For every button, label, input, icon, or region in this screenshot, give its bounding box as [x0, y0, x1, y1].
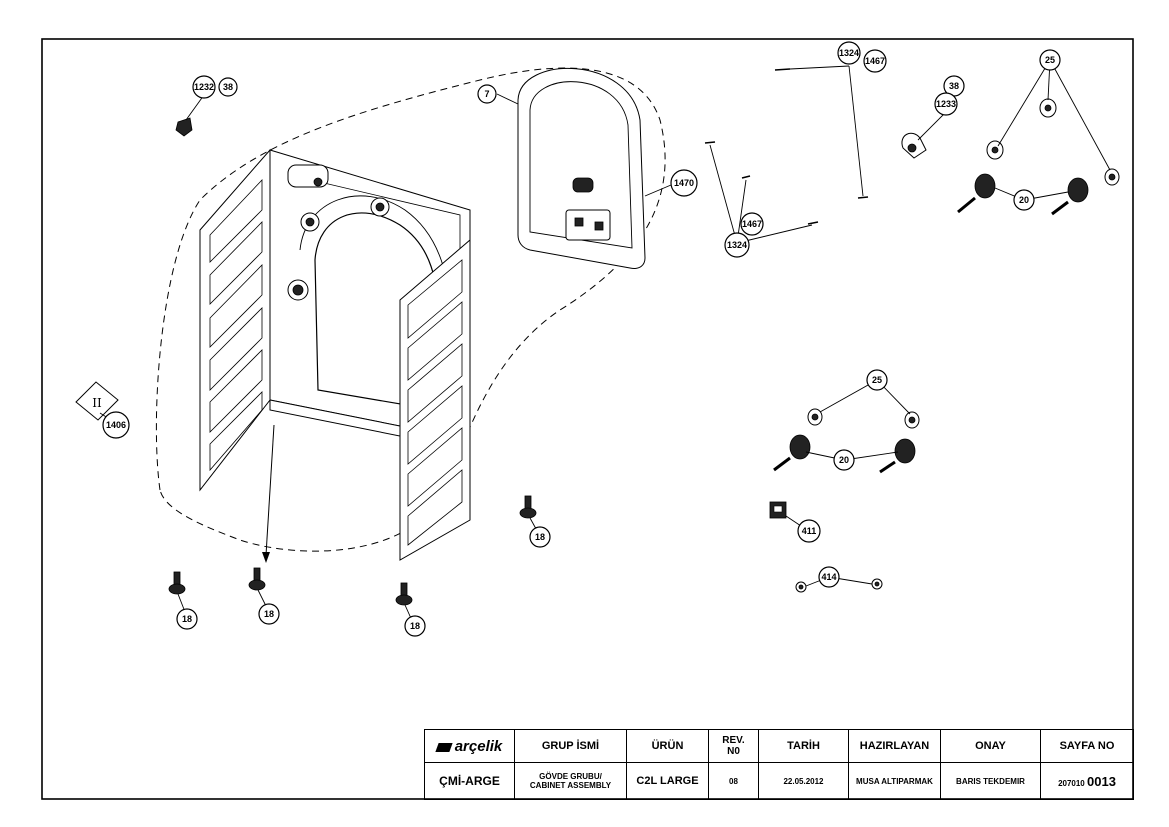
clip-411 [769, 501, 787, 519]
revision-value: 08 [708, 762, 759, 800]
group-name-header: GRUP İSMİ [514, 729, 627, 763]
title-block: arçelik GRUP İSMİ ÜRÜN REV.N0 TARİH HAZI… [424, 729, 1134, 800]
date-value: 22.05.2012 [758, 762, 849, 800]
callout-18-c: 18 [404, 615, 426, 637]
callout-20-mid: 20 [833, 449, 855, 471]
svg-text:38: 38 [949, 81, 959, 91]
svg-text:18: 18 [410, 621, 420, 631]
left-side-panel [199, 148, 271, 492]
callout-1324-mid: 1324 [724, 232, 750, 258]
screws [704, 68, 869, 225]
svg-text:1233: 1233 [936, 99, 956, 109]
callout-1233: 1233 [934, 92, 958, 116]
brand-logo: arçelik [424, 729, 515, 763]
approval-header: ONAY [940, 729, 1041, 763]
page-no-header: SAYFA NO [1040, 729, 1134, 763]
group-name-value: GÖVDE GRUBU/CABINET ASSEMBLY [514, 762, 627, 800]
svg-text:II: II [92, 396, 102, 410]
svg-text:411: 411 [802, 526, 817, 536]
callout-25-top: 25 [1039, 49, 1061, 71]
svg-text:25: 25 [1045, 55, 1055, 65]
callout-18-a: 18 [176, 608, 198, 630]
product-value: C2L LARGE [626, 762, 709, 800]
clip-parts [175, 117, 927, 159]
svg-text:18: 18 [535, 532, 545, 542]
date-header: TARİH [758, 729, 849, 763]
dampers-upper [957, 98, 1120, 216]
label-sticker: II [75, 381, 119, 421]
svg-text:1324: 1324 [727, 240, 747, 250]
cabinet-assembly [199, 148, 471, 561]
callout-1467-top: 1467 [863, 49, 887, 73]
svg-text:1470: 1470 [674, 178, 694, 188]
callout-38-left: 38 [218, 77, 238, 97]
assembly-boundary-dashed [155, 67, 666, 552]
door-panel [517, 67, 646, 269]
approval-value: BARIS TEKDEMIR [940, 762, 1041, 800]
prepared-by-header: HAZIRLAYAN [848, 729, 941, 763]
svg-text:414: 414 [821, 572, 836, 582]
callout-1324-top: 1324 [837, 41, 861, 65]
svg-text:20: 20 [839, 455, 849, 465]
department-value: ÇMİ-ARGE [424, 762, 515, 800]
callout-1467-mid: 1467 [740, 212, 764, 236]
svg-text:18: 18 [264, 609, 274, 619]
callout-1232: 1232 [192, 75, 216, 99]
svg-text:20: 20 [1019, 195, 1029, 205]
callout-7: 7 [477, 84, 497, 104]
right-side-panel [399, 238, 471, 561]
callout-1406: 1406 [102, 411, 130, 439]
dampers-middle [773, 408, 920, 474]
svg-text:38: 38 [223, 82, 233, 92]
clips-414 [795, 578, 883, 593]
prepared-by-value: MUSA ALTIPARMAK [848, 762, 941, 800]
callout-18-d: 18 [529, 526, 551, 548]
svg-text:18: 18 [182, 614, 192, 624]
callout-20-top: 20 [1013, 189, 1035, 211]
svg-text:25: 25 [872, 375, 882, 385]
svg-text:1467: 1467 [865, 56, 885, 66]
callout-25-mid: 25 [866, 369, 888, 391]
revision-header: REV.N0 [708, 729, 759, 763]
svg-text:1467: 1467 [742, 219, 762, 229]
adjustable-feet [168, 495, 537, 606]
callout-414: 414 [818, 566, 840, 588]
svg-text:7: 7 [484, 89, 489, 99]
callout-411: 411 [797, 519, 821, 543]
page-number-value: 207010 0013 [1040, 762, 1134, 800]
svg-text:1324: 1324 [839, 48, 859, 58]
product-header: ÜRÜN [626, 729, 709, 763]
callout-18-b: 18 [258, 603, 280, 625]
callout-1470: 1470 [670, 169, 698, 197]
svg-text:1232: 1232 [194, 82, 214, 92]
svg-text:1406: 1406 [106, 420, 126, 430]
